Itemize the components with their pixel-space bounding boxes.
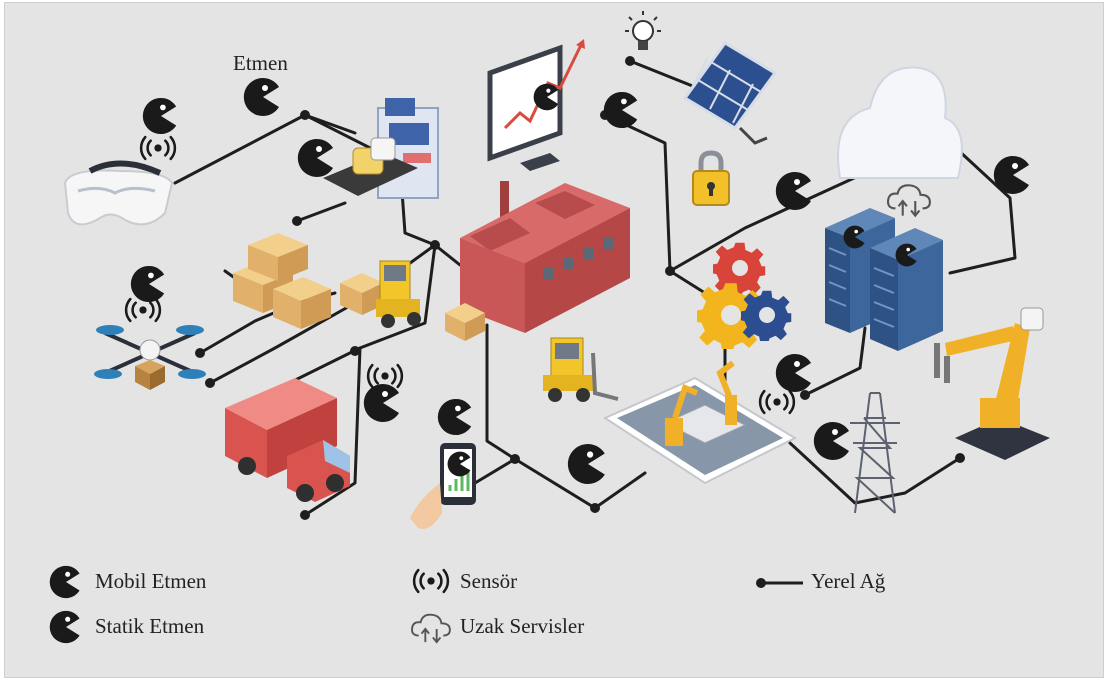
solar-panel-icon bbox=[682, 41, 778, 145]
agent-label: Etmen bbox=[233, 51, 288, 75]
network-diagram bbox=[49, 11, 1050, 644]
mobile-agent-legend-icon bbox=[49, 565, 80, 599]
legend-sensor: Sensör bbox=[460, 569, 518, 593]
remote-services-legend-icon bbox=[411, 613, 451, 644]
agent-icon bbox=[813, 422, 849, 460]
server-racks-icon bbox=[825, 208, 943, 351]
factory-building-icon bbox=[445, 181, 630, 341]
power-tower-icon bbox=[850, 392, 900, 514]
sensor-legend-icon bbox=[412, 568, 450, 594]
agent-icon bbox=[603, 91, 638, 129]
sensor-icon bbox=[366, 363, 404, 389]
agent-icon bbox=[567, 444, 605, 484]
labeling-machine-icon bbox=[323, 98, 439, 199]
gears-icon bbox=[697, 242, 792, 349]
drone-icon bbox=[94, 325, 206, 390]
legend-mobile-agent: Mobil Etmen bbox=[95, 569, 207, 593]
sensor-icon bbox=[124, 297, 162, 323]
sensor-icon bbox=[139, 135, 177, 161]
agent-icon bbox=[775, 354, 811, 392]
legend-local-network: Yerel Ağ bbox=[811, 569, 886, 593]
agent-icon bbox=[130, 265, 165, 303]
local-network-legend-icon bbox=[756, 578, 803, 588]
agent-icon bbox=[775, 172, 811, 210]
vr-headset-icon bbox=[63, 160, 174, 226]
diagram-canvas: Etmen Mobil Etmen Statik Etmen Sensör Uz… bbox=[4, 2, 1104, 678]
padlock-icon bbox=[692, 150, 730, 206]
robot-arm-icon bbox=[934, 307, 1050, 460]
agent-icon bbox=[297, 139, 333, 177]
legend-static-agent: Statik Etmen bbox=[95, 614, 205, 638]
light-bulb-icon bbox=[625, 11, 661, 50]
delivery-truck-icon bbox=[225, 378, 350, 502]
network-nodes bbox=[195, 56, 965, 520]
cloud-icon bbox=[837, 66, 963, 179]
cardboard-boxes-icon bbox=[233, 233, 331, 329]
agent-icon bbox=[142, 97, 177, 135]
legend-icons bbox=[49, 565, 803, 644]
sensor-icon bbox=[758, 389, 796, 415]
remote-services-icon bbox=[886, 184, 931, 217]
legend-remote-services: Uzak Servisler bbox=[460, 614, 585, 638]
forklift-icon bbox=[543, 337, 619, 402]
analytics-monitor-icon bbox=[487, 39, 585, 171]
tablet-assembly-icon bbox=[602, 360, 798, 485]
forklift-icon bbox=[340, 260, 421, 328]
agent-icon bbox=[437, 398, 472, 436]
agent-icon bbox=[363, 384, 399, 422]
agent-icon bbox=[243, 78, 279, 116]
static-agent-legend-icon bbox=[49, 610, 80, 644]
